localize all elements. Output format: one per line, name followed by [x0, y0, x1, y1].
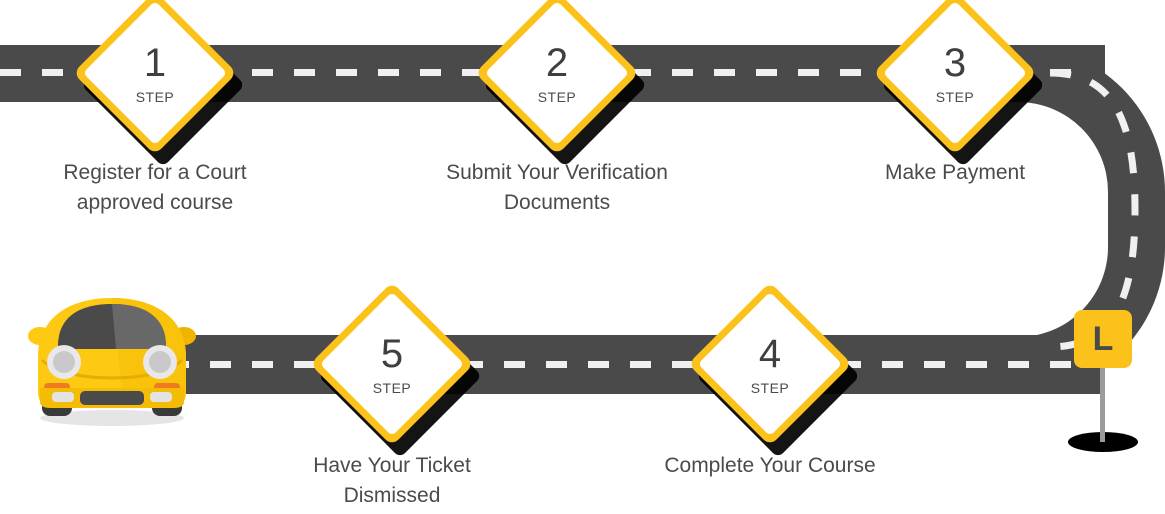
step-caption-5: Have Your Ticket Dismissed	[313, 454, 471, 507]
road-dashes-bottom	[168, 361, 1093, 368]
step-caption-1: Register for a Court approved course	[63, 161, 247, 214]
diamond-border	[72, 0, 238, 156]
step-caption-2: Submit Your Verification Documents	[446, 161, 668, 214]
diamond-4	[687, 281, 861, 459]
step-caption-3: Make Payment	[884, 161, 1026, 184]
diamond-border	[687, 281, 853, 447]
diamond-3	[872, 0, 1046, 168]
diamond-1	[72, 0, 246, 168]
sign-letter: L	[1092, 320, 1114, 358]
yellow-car-icon	[28, 298, 196, 426]
diamond-5	[309, 281, 483, 459]
diamond-border	[872, 0, 1038, 156]
learner-sign[interactable]: L	[1074, 310, 1132, 368]
sign-pole	[1100, 350, 1105, 442]
diamond-2	[474, 0, 648, 168]
diamond-border	[474, 0, 640, 156]
diamond-border	[309, 281, 475, 447]
step-caption-4: Complete Your Course	[664, 454, 876, 477]
sign-ground-shadow	[1068, 432, 1138, 452]
